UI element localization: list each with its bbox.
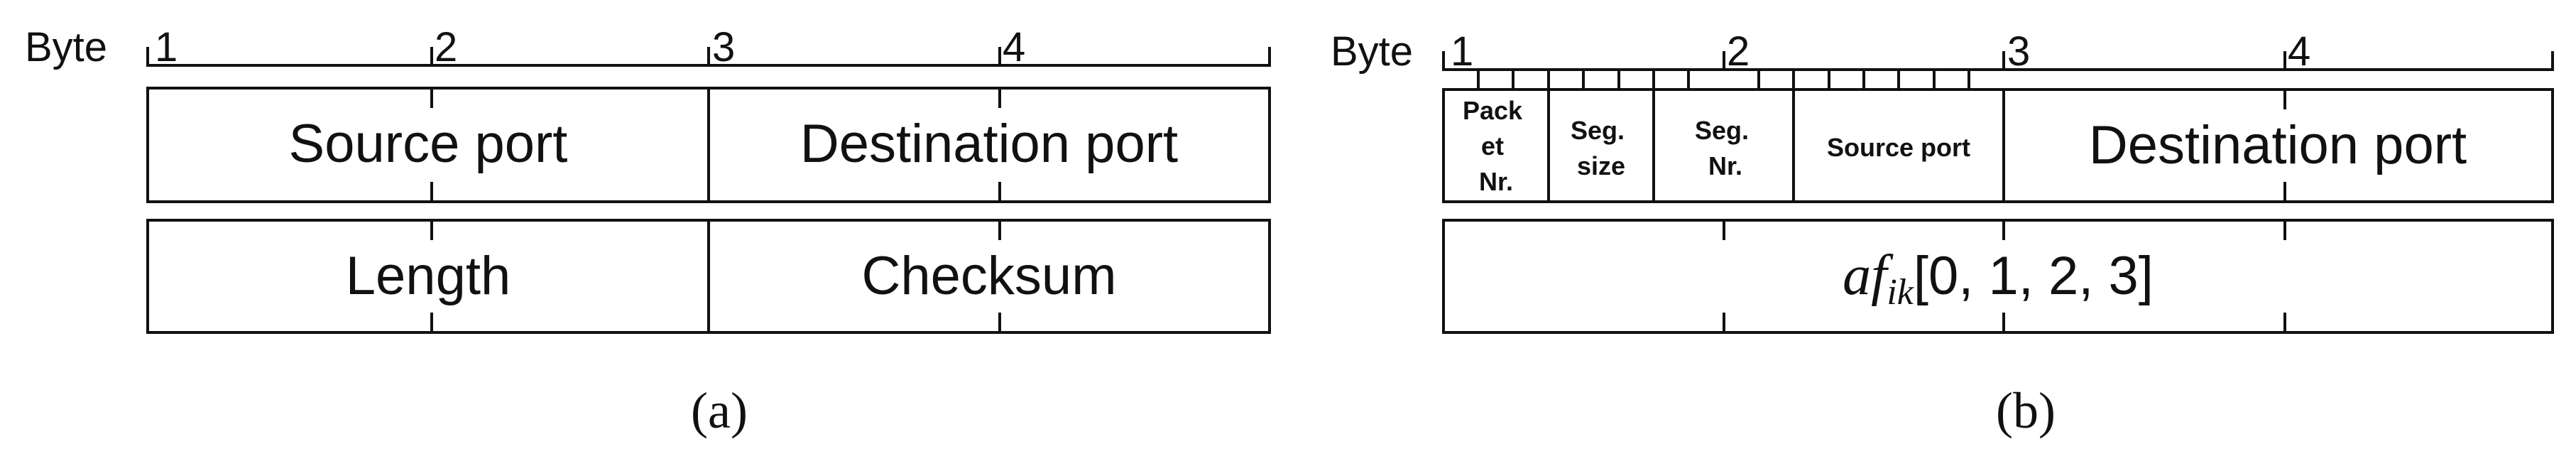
packet-nr-line-1: Pack: [1463, 96, 1523, 125]
packet-nr-line-2: et: [1481, 131, 1504, 161]
af-indices: [0, 1, 2, 3]: [1914, 246, 2154, 306]
seg-size-line-1: Seg.: [1571, 116, 1625, 145]
byte-label-b: Byte: [1331, 28, 1413, 75]
panel-a: Byte 1 2 3 4 Source port Destination por…: [25, 24, 1271, 439]
source-port-field-b: Source port: [1827, 133, 1970, 162]
af-ik-field: afik[0, 1, 2, 3]: [1843, 244, 2154, 313]
header-row-1-b: [1442, 88, 2554, 203]
caption-b: (b): [1996, 382, 2056, 439]
byte-ruler-a: [146, 47, 1271, 67]
byte-number-a-3: 3: [712, 24, 735, 70]
destination-port-field-b: Destination port: [2089, 115, 2467, 175]
source-port-field: Source port: [289, 114, 568, 174]
byte-number-b-2: 2: [1727, 28, 1750, 75]
byte-label-a: Byte: [25, 24, 107, 70]
panel-b: Byte 1 2 3 4: [1331, 28, 2554, 439]
byte-number-b-3: 3: [2007, 28, 2030, 75]
seg-size-line-2: size: [1577, 151, 1625, 180]
header-row-2-b: [1442, 219, 2554, 334]
packet-nr-line-3: Nr.: [1479, 167, 1513, 196]
checksum-field: Checksum: [862, 246, 1117, 306]
byte-ruler-b: [1442, 51, 2554, 71]
af-symbol: af: [1843, 244, 1894, 307]
length-field: Length: [346, 246, 511, 306]
byte-number-a-4: 4: [1003, 24, 1025, 70]
packet-nr-field: Pack et Nr.: [1463, 96, 1529, 196]
caption-a: (a): [691, 382, 748, 439]
byte-number-a-2: 2: [435, 24, 457, 70]
destination-port-field: Destination port: [800, 114, 1178, 174]
byte-number-b-4: 4: [2288, 28, 2310, 75]
seg-nr-line-2: Nr.: [1708, 151, 1742, 180]
seg-size-field: Seg. size: [1571, 116, 1632, 180]
af-subscript: ik: [1887, 272, 1914, 313]
byte-number-a-1: 1: [155, 24, 178, 70]
bit-ticks-b: [1477, 70, 1970, 90]
seg-nr-line-1: Seg.: [1695, 116, 1749, 145]
byte-number-b-1: 1: [1451, 28, 1473, 75]
seg-nr-field: Seg. Nr.: [1695, 116, 1756, 180]
